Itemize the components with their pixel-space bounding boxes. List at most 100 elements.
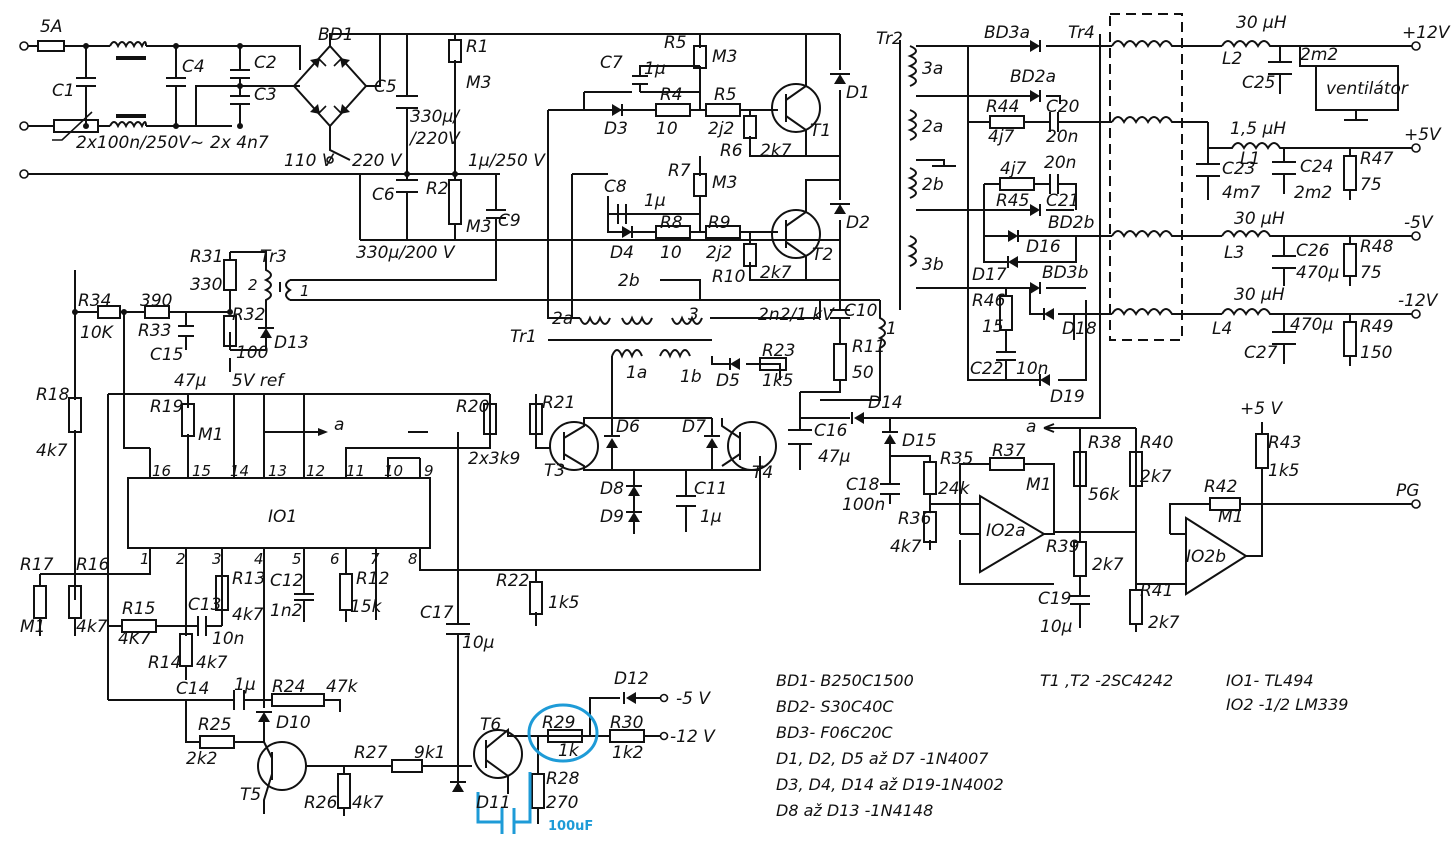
r9-value: 2j2 [706, 243, 732, 263]
c12-label: C12 [270, 571, 304, 591]
mod-cap-label: 100uF [548, 819, 593, 834]
mains-choke [109, 41, 147, 129]
c6-label: C6 [372, 185, 395, 205]
tr2-2a-label: 2a [922, 117, 943, 137]
tr1-label: Tr1 [510, 327, 537, 347]
fan-label: ventilátor [1326, 79, 1409, 99]
r45-value: 4j7 [1000, 159, 1027, 179]
io1-pin-numbers: 16 15 14 13 12 11 10 9 1 2 3 4 5 6 7 8 2… [140, 276, 434, 568]
r14-value: 4k7 [196, 653, 228, 673]
io1-chip [40, 393, 761, 700]
l4-value: 30 µH [1234, 285, 1285, 305]
c5-label: C5 [374, 77, 397, 97]
r34-label: R34 [78, 291, 111, 311]
t4-label: T4 [752, 463, 773, 483]
r18-value: 4k7 [36, 441, 68, 461]
d17-label: D17 [972, 265, 1007, 285]
c9-value: 1µ/250 V [468, 151, 546, 171]
r39-value: 2k7 [1092, 555, 1124, 575]
t1-label: T1 [810, 121, 831, 141]
r20-label: R20 [456, 397, 489, 417]
fuse-label: 5A [40, 17, 62, 37]
c15-value: 47µ [174, 371, 207, 391]
c18-value: 100n [842, 495, 885, 515]
tr2-3b-label: 3b [922, 255, 944, 275]
r1-value: M3 [466, 73, 491, 93]
r42-label: R42 [1204, 477, 1237, 497]
bd1-label: BD1 [318, 25, 354, 45]
c5-voltage: /220V [408, 129, 461, 149]
r9-label: R9 [708, 213, 731, 233]
r12-label: R12 [356, 569, 389, 589]
d9-label: D9 [600, 507, 624, 527]
pin-7: 7 [370, 550, 380, 568]
c25-label: C25 [1242, 73, 1276, 93]
bd1-bridge [292, 33, 840, 164]
r25-value: 2k2 [186, 749, 217, 769]
r38-value: 56k [1088, 485, 1121, 505]
tr3-label: Tr3 [260, 247, 287, 267]
r28-value: 270 [546, 793, 578, 813]
d13-label: D13 [274, 333, 309, 353]
r29-value: 1k [558, 741, 580, 761]
c11-label: C11 [694, 479, 728, 499]
bulk-caps [290, 34, 840, 281]
tr2-transformer [899, 40, 1112, 386]
r6-value: 2k7 [760, 141, 792, 161]
c25-value: 2m2 [1300, 45, 1338, 65]
tr1-1a-label: 1a [626, 363, 647, 383]
r2-value: M3 [466, 217, 491, 237]
r19-label: R19 [150, 397, 183, 417]
c24-label: C24 [1300, 157, 1334, 177]
r46-label: R46 [972, 291, 1006, 311]
cap-4n7-label: 2x 4n7 [210, 133, 269, 153]
tr1-2b-label: 2b [618, 271, 640, 291]
r6-label: R6 [720, 141, 743, 161]
r40-value: 2k7 [1140, 467, 1172, 487]
r33-value: 390 [140, 291, 172, 311]
r7-value: M3 [712, 173, 737, 193]
c2-label: C2 [254, 53, 277, 73]
c12-value: 1n2 [270, 601, 302, 621]
tr1-transformer [290, 299, 880, 420]
r40-label: R40 [1140, 433, 1173, 453]
d5-label: D5 [716, 371, 740, 391]
r22-value: 1k5 [548, 593, 579, 613]
r32-value: 100 [236, 343, 268, 363]
l1-value: 1,5 µH [1230, 119, 1286, 139]
c22-label: C22 [970, 359, 1004, 379]
c24-value: 2m2 [1294, 183, 1332, 203]
tr2-2b-label: 2b [922, 175, 944, 195]
r7-label: R7 [668, 161, 691, 181]
c11-value: 1µ [700, 507, 722, 527]
c20-label: C20 [1046, 97, 1080, 117]
r15-label: R15 [122, 599, 155, 619]
d2-label: D2 [846, 213, 870, 233]
mains-filter-label: 2x100n/250V~ [76, 133, 204, 153]
r44-value: 4j7 [988, 127, 1015, 147]
r47-label: R47 [1360, 149, 1394, 169]
l2-label: L2 [1222, 49, 1242, 69]
r17-value: M1 [20, 617, 45, 637]
r13-label: R13 [232, 569, 265, 589]
pin-11: 11 [346, 462, 365, 480]
power-good-section [880, 418, 1421, 632]
tr1-1-label: 1 [886, 319, 897, 339]
output-chokes [1109, 13, 1421, 366]
r47-value: 75 [1360, 175, 1382, 195]
sel-220-label: 220 V [352, 151, 403, 171]
r30-value: 1k2 [612, 743, 643, 763]
c4-capacitor [166, 77, 186, 87]
d15-label: D15 [902, 431, 937, 451]
sel-110-label: 110 V [284, 151, 335, 171]
plus5-label: +5 V [1240, 399, 1283, 419]
tr3-network [68, 251, 292, 600]
c27-label: C27 [1244, 343, 1278, 363]
tr3-pin-2: 2 [248, 276, 258, 294]
r37-value: M1 [1026, 475, 1051, 495]
c3-capacitor [230, 95, 250, 105]
c17-value: 10µ [462, 633, 495, 653]
legend-io1: IO1- TL494 [1226, 671, 1314, 690]
pin-8: 8 [408, 550, 418, 568]
pin-1: 1 [140, 550, 150, 568]
